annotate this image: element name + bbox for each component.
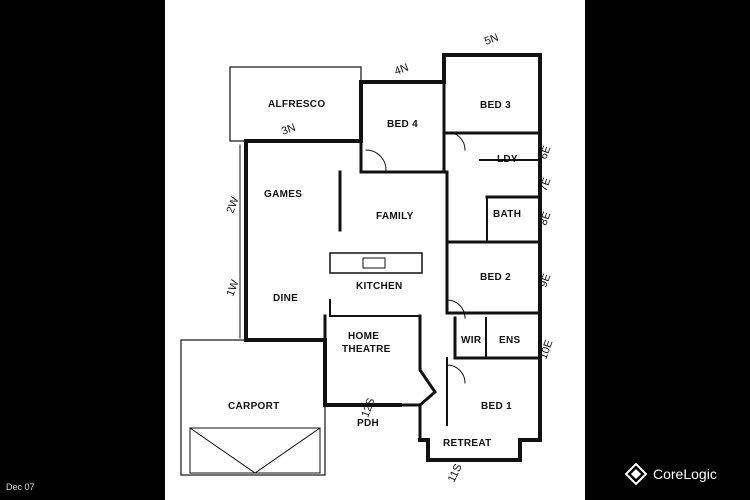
kitchen-island <box>329 252 423 274</box>
window-2w: 2W <box>225 195 242 215</box>
window-8e: 8E <box>538 210 554 227</box>
wall-theatre-east <box>417 314 437 408</box>
window-12s: 12S <box>360 397 378 420</box>
corelogic-logo[interactable]: CoreLogic <box>625 460 717 488</box>
window-11s: 11S <box>446 462 465 484</box>
carport-door-swing <box>189 427 321 474</box>
carport-outline <box>180 339 326 476</box>
label-bed2: BED 2 <box>480 272 511 283</box>
label-kitchen: KITCHEN <box>356 281 403 292</box>
label-bath: BATH <box>493 209 521 220</box>
label-carport: CARPORT <box>228 401 280 412</box>
label-ens: ENS <box>499 335 520 346</box>
label-wir: WIR <box>461 335 482 346</box>
window-9e: 9E <box>538 272 554 289</box>
window-6e: 6E <box>538 144 554 161</box>
door-swing-bed1 <box>446 364 466 384</box>
door-swing-bed4 <box>365 149 387 171</box>
window-5n: 5N <box>483 32 500 48</box>
kitchen-bench <box>329 299 421 317</box>
door-swing-bed2 <box>446 299 466 319</box>
label-alfresco: ALFRESCO <box>268 99 325 110</box>
label-games: GAMES <box>264 189 302 200</box>
label-dine: DINE <box>273 293 298 304</box>
carport-door <box>189 427 321 474</box>
date-stamp: Dec 07 <box>6 482 35 492</box>
corelogic-logo-icon <box>625 463 647 485</box>
label-bed1: BED 1 <box>481 401 512 412</box>
wall-bed4-south <box>359 139 449 174</box>
label-ldy: LDY <box>497 154 518 165</box>
label-theatre: THEATRE <box>342 344 391 355</box>
label-bed4: BED 4 <box>387 119 418 130</box>
label-family: FAMILY <box>376 211 414 222</box>
window-4n: 4N <box>393 62 410 78</box>
brand-text: CoreLogic <box>653 466 717 482</box>
window-3n: 3N <box>280 122 297 138</box>
label-retreat: RETREAT <box>443 438 492 449</box>
wall-pdr <box>398 403 422 442</box>
window-1w: 1W <box>225 278 242 298</box>
kitchen-sink <box>362 257 386 269</box>
label-pdr: PDH <box>357 418 379 429</box>
outer-wall-west <box>244 139 327 342</box>
window-7e: 7E <box>538 176 554 193</box>
outer-wall-north-east <box>244 53 542 462</box>
label-bed3: BED 3 <box>480 100 511 111</box>
label-home: HOME <box>348 331 379 342</box>
wall-wir <box>453 316 542 360</box>
door-swing-bed3 <box>446 131 466 151</box>
